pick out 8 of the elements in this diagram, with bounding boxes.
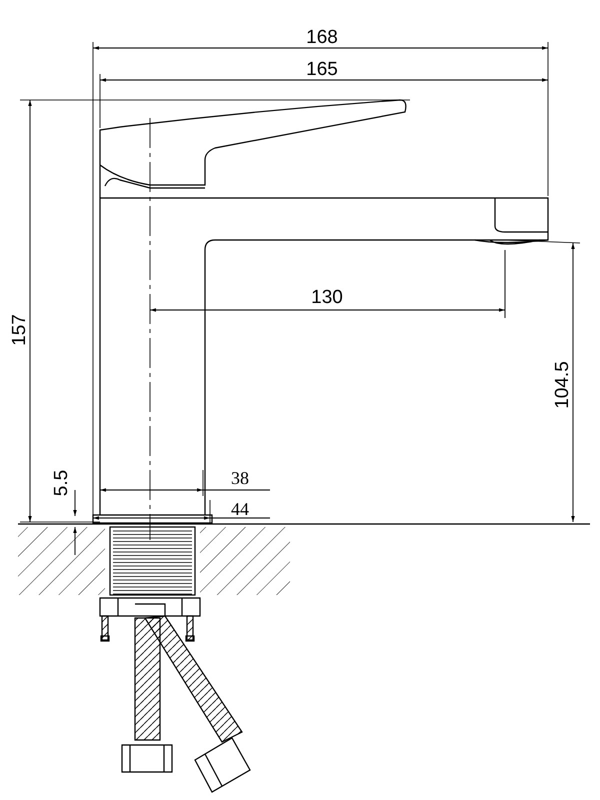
dimension-label: 165 xyxy=(306,60,338,80)
dimension-label: 104.5 xyxy=(553,361,573,409)
dimension-label: 168 xyxy=(306,28,338,48)
dimension-label: 130 xyxy=(311,288,343,308)
dimension-label: 157 xyxy=(10,314,30,346)
dimension-label: 44 xyxy=(231,499,249,519)
dimension-label: 5.5 xyxy=(52,470,72,496)
dimension-label: 38 xyxy=(231,468,249,488)
